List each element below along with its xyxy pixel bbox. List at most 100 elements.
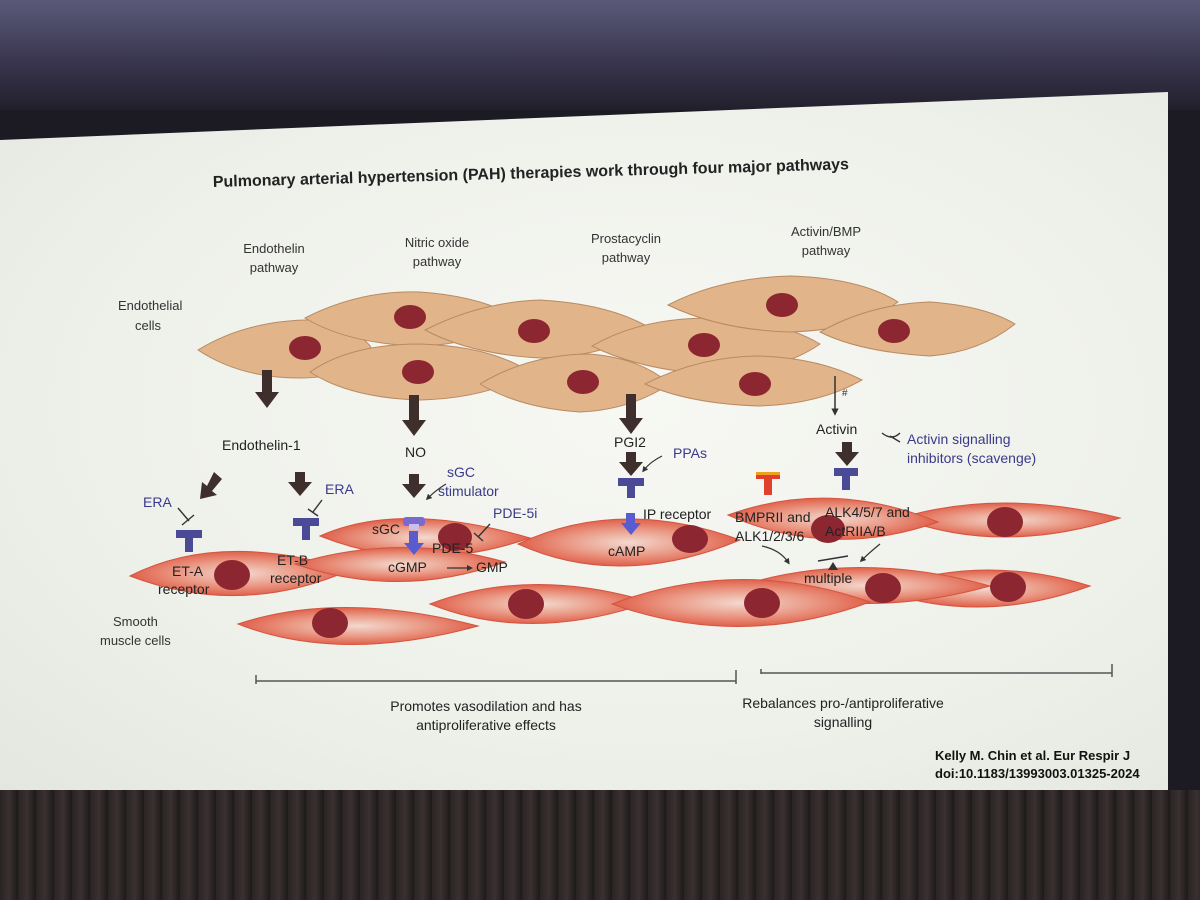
activin-inhibitor-label: inhibitors (scavenge) [907,450,1036,466]
cell-nucleus [990,572,1026,602]
eta-receptor-icon [176,530,202,552]
balance-icon [817,555,849,570]
down-arrow-icon [255,370,279,408]
right-bracket [760,664,1113,677]
cell-nucleus [878,319,910,343]
room-ceiling [0,0,1200,110]
pathway-label: pathway [802,243,851,258]
ip-receptor-label: IP receptor [643,506,712,522]
pathway-arrows [200,370,859,499]
smooth-muscle-cell [293,547,507,582]
no-label: NO [405,444,426,460]
cell-nucleus [289,336,321,360]
alk-457-label: ALK4/5/7 and [825,504,910,520]
cell-nucleus [987,507,1023,537]
era-label: ERA [325,481,354,497]
pathway-label: pathway [413,254,462,269]
gmp-label: GMP [476,559,508,575]
rebalance-effect-label: Rebalances pro-/antiproliferative [742,695,944,711]
multiple-label: multiple [804,570,852,586]
cgmp-label: cGMP [388,559,427,575]
pgi2-label: PGI2 [614,434,646,450]
citation-doi: doi:10.1183/13993003.01325-2024 [935,766,1140,781]
down-arrow-icon [402,474,426,498]
cell-nucleus [402,360,434,384]
ppas-label: PPAs [673,445,707,461]
activin-inhibitor-label: Activin signalling [907,431,1011,447]
vasodilation-effect-label: Promotes vasodilation and has [390,698,581,714]
sgc-label: sGC [372,521,400,537]
endothelial-cell [818,301,1016,357]
smooth-muscle-cells-label: Smooth [113,614,158,629]
pathway-label: Activin/BMP [791,224,861,239]
down-arrow-icon [619,452,643,476]
pathway-label: pathway [250,260,299,275]
pointer-arrows [425,455,881,571]
rebalance-effect-label: signalling [814,714,872,730]
activin-receptor-icon [834,468,858,490]
cell-nucleus [518,319,550,343]
eta-receptor-label: receptor [158,581,210,597]
camp-label: cAMP [608,543,645,559]
activin-label: Activin [816,421,857,437]
down-arrow-icon [288,472,312,496]
vasodilation-effect-label: antiproliferative effects [416,717,556,733]
sgc-stimulator-label: sGC [447,464,475,480]
pathway-label: pathway [602,250,651,265]
pde5i-label: PDE-5i [493,505,537,521]
smooth-muscle-cell-layer [128,497,1122,645]
diagonal-arrow-icon [200,472,222,499]
pathway-endothelin: Endothelin pathway [243,241,304,275]
stage-curtain [0,790,1200,900]
pathway-label: Prostacyclin [591,231,661,246]
bmprii-label: BMPRII and [735,509,810,525]
cell-nucleus [214,560,250,590]
down-arrow-icon [619,394,643,434]
cell-nucleus [672,525,708,553]
endothelial-cells-label: cells [135,318,162,333]
endothelin1-label: Endothelin-1 [222,437,301,453]
era-label: ERA [143,494,172,510]
eta-receptor-label: ET-A [172,563,204,579]
cell-nucleus [567,370,599,394]
cell-nucleus [766,293,798,317]
cell-nucleus [739,372,771,396]
down-arrow-icon [402,395,426,436]
down-arrow-icon [621,513,641,535]
bmprii-receptor-icon [756,472,780,495]
effect-brackets [255,664,1113,684]
actriia-label: ActRIIA/B [825,523,886,539]
cell-nucleus [688,333,720,357]
smooth-muscle-cell [236,607,480,645]
pathway-label: Nitric oxide [405,235,469,250]
sgc-stimulator-label: stimulator [438,483,499,499]
left-bracket [255,670,737,684]
receptors [176,468,858,552]
smooth-muscle-cells-label: muscle cells [100,633,171,648]
cell-nucleus [811,515,845,543]
cell-nucleus [865,573,901,603]
down-arrow-icon [835,442,859,466]
endothelial-cells-label: Endothelial [118,298,182,313]
pde5-label: PDE-5 [432,540,473,556]
pathway-prostacyclin: Prostacyclin pathway [591,231,661,265]
endothelial-cell-layer [197,275,1016,413]
down-arrow-icon [404,531,424,555]
cell-nucleus [394,305,426,329]
pathway-activin-bmp: Activin/BMP pathway [791,224,861,258]
signal-arrows [404,513,641,555]
cell-nucleus [438,523,472,551]
ip-receptor-icon [618,478,644,498]
smooth-muscle-cell [610,579,872,627]
etb-receptor-icon [293,518,319,540]
cell-nucleus [312,608,348,638]
citation: Kelly M. Chin et al. Eur Respir J [935,748,1130,763]
cell-nucleus [508,589,544,619]
etb-receptor-label: ET-B [277,552,308,568]
pathway-nitric-oxide: Nitric oxide pathway [405,235,469,269]
sgc-enzyme-icon [403,517,425,530]
etb-receptor-label: receptor [270,570,322,586]
alk-1236-label: ALK1/2/3/6 [735,528,804,544]
cell-nucleus [744,588,780,618]
